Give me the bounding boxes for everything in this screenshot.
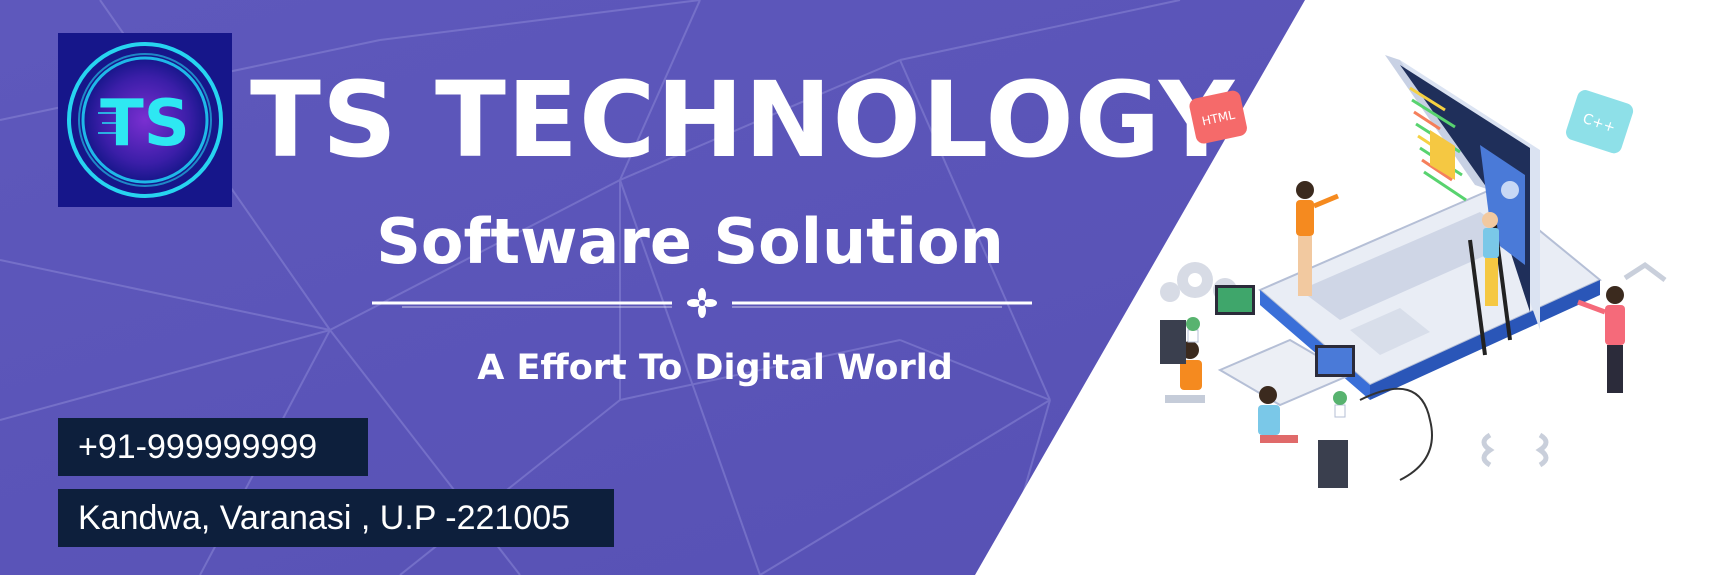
page-title: TS TECHNOLOGY <box>250 59 1236 181</box>
ornament-divider-icon <box>372 288 1032 318</box>
html-badge: HTML <box>1189 90 1247 144</box>
logo: TS <box>58 33 232 207</box>
logo-letters: TS <box>100 87 190 161</box>
tagline: A Effort To Digital World <box>477 348 953 388</box>
phone-number[interactable]: +91-999999999 <box>58 418 368 476</box>
person-woman <box>1296 181 1339 296</box>
plant-icon <box>1186 317 1347 418</box>
cpp-badge: C++ <box>1566 90 1634 154</box>
subtitle: Software Solution <box>376 205 1004 278</box>
code-bracket-icon <box>1481 261 1667 468</box>
person-ladder <box>1468 212 1512 356</box>
logo-icon: TS <box>58 33 232 207</box>
person-standing <box>1577 286 1625 393</box>
tech-illustration: HTML C++ <box>1160 55 1667 488</box>
address: Kandwa, Varanasi , U.P -221005 <box>58 489 614 547</box>
desk-workers <box>1160 285 1433 488</box>
html-badge-label: HTML <box>1201 108 1237 129</box>
